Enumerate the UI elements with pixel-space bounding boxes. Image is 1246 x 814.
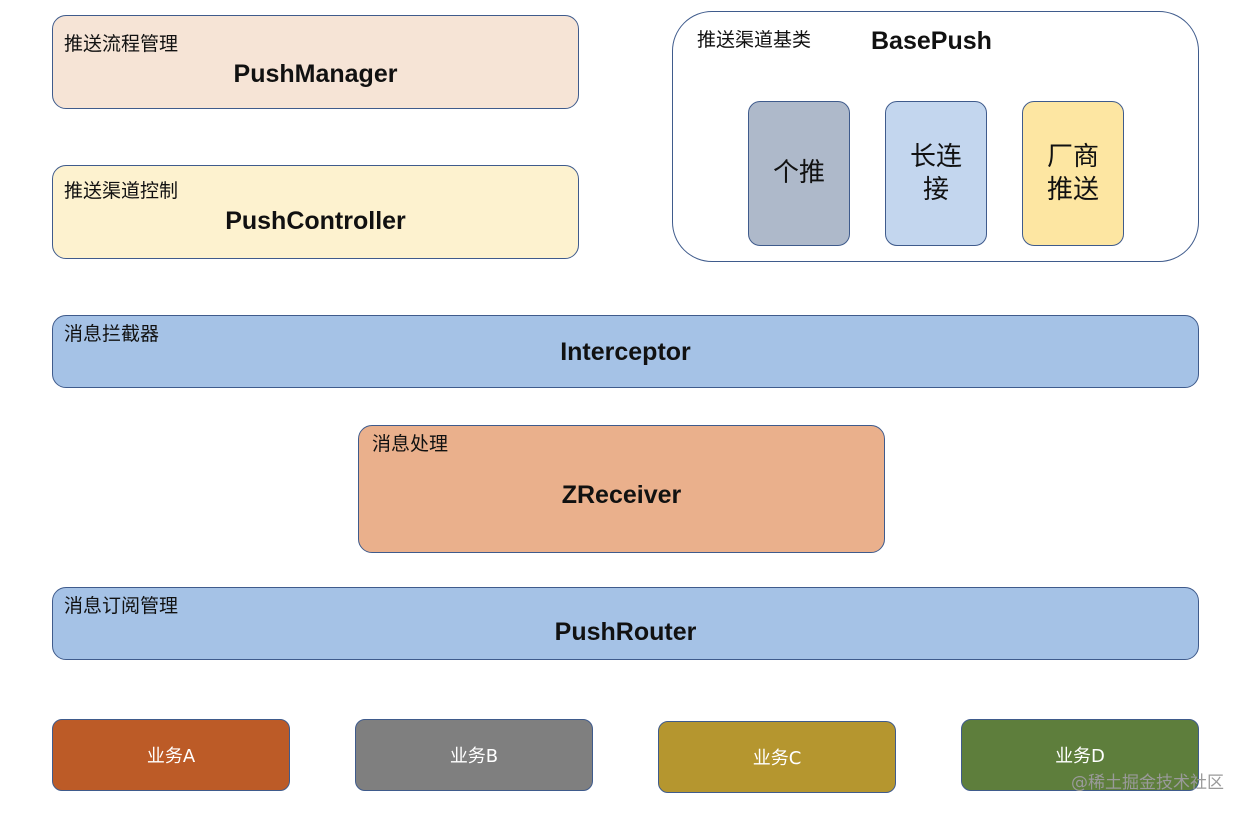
- interceptor-name: Interceptor: [560, 338, 691, 366]
- router-caption: 消息订阅管理: [64, 595, 179, 617]
- business-d: 业务D: [961, 719, 1199, 791]
- business-b: 业务B: [355, 719, 593, 791]
- channel-getui: 个推: [748, 101, 850, 246]
- push-manager-name: PushManager: [233, 60, 398, 88]
- interceptor-box: 消息拦截器 Interceptor: [52, 315, 1199, 388]
- router-name: PushRouter: [554, 618, 697, 646]
- receiver-caption: 消息处理: [372, 433, 449, 455]
- watermark: @稀土掘金技术社区: [1071, 773, 1224, 793]
- push-manager-box: 推送流程管理 PushManager: [52, 15, 579, 109]
- business-c: 业务C: [658, 721, 896, 793]
- interceptor-caption: 消息拦截器: [64, 323, 160, 345]
- router-box: 消息订阅管理 PushRouter: [52, 587, 1199, 660]
- channel-vendor-push: 厂商 推送: [1022, 101, 1124, 246]
- push-controller-caption: 推送渠道控制: [64, 180, 179, 202]
- channel-long-connection: 长连 接: [885, 101, 987, 246]
- base-push-caption: 推送渠道基类: [697, 29, 812, 51]
- push-controller-name: PushController: [225, 207, 406, 235]
- base-push-name: BasePush: [871, 27, 992, 55]
- base-push-container: 推送渠道基类 BasePush 个推 长连 接 厂商 推送: [672, 11, 1199, 262]
- push-manager-caption: 推送流程管理: [64, 33, 179, 55]
- push-controller-box: 推送渠道控制 PushController: [52, 165, 579, 259]
- receiver-name: ZReceiver: [561, 481, 682, 509]
- receiver-box: 消息处理 ZReceiver: [358, 425, 885, 553]
- business-a: 业务A: [52, 719, 290, 791]
